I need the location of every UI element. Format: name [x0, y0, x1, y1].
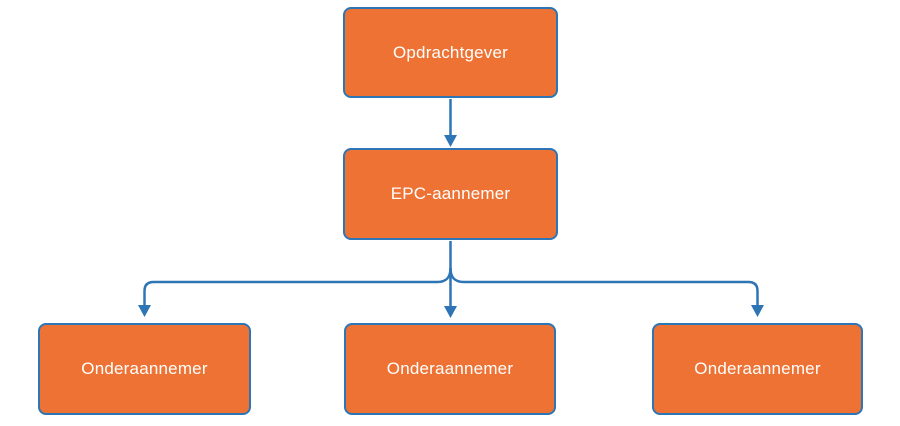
node-epc-aannemer: EPC-aannemer [343, 148, 558, 240]
arrowhead-icon [444, 135, 457, 147]
node-label: Onderaannemer [694, 359, 821, 378]
arrowhead-icon [751, 305, 764, 317]
connector-middle-to-bottom-left [143, 267, 452, 305]
arrowhead-icon [444, 306, 457, 318]
node-onderaannemer-right: Onderaannemer [652, 323, 863, 415]
node-label: Opdrachtgever [392, 42, 509, 62]
node-label: Onderaannemer [386, 359, 514, 378]
node-onderaannemer-center: Onderaannemer [344, 323, 556, 415]
arrowhead-icon [138, 305, 151, 317]
node-label: Onderaannemer [81, 359, 208, 378]
connector-middle-to-bottom-right [449, 267, 759, 305]
node-opdrachtgever: Opdrachtgever [343, 7, 558, 98]
node-label: EPC-aannemer [390, 184, 511, 203]
node-onderaannemer-left: Onderaannemer [38, 323, 251, 415]
